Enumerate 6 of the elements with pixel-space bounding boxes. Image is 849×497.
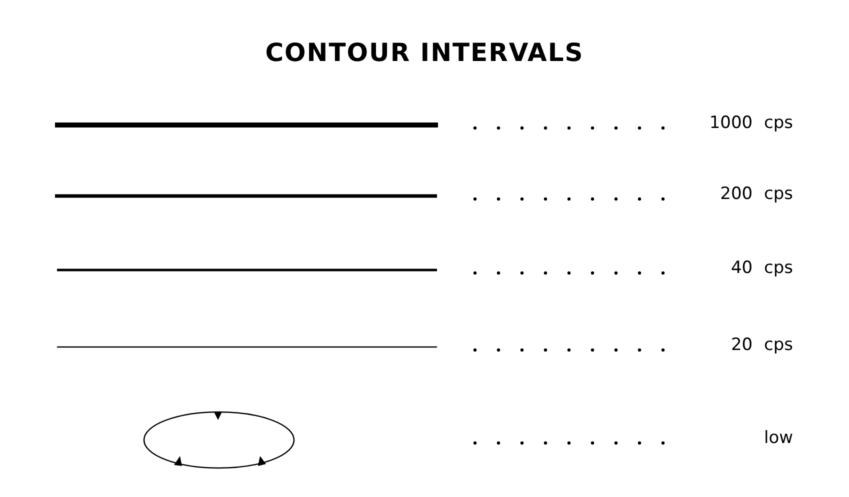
legend-label: 1000 cps <box>709 113 793 133</box>
legend-label: low <box>764 428 793 448</box>
legend-label: 200 cps <box>720 184 793 204</box>
legend-label: 20 cps <box>730 335 793 355</box>
legend-label: 40 cps <box>730 258 793 278</box>
title: CONTOUR INTERVALS <box>264 38 585 67</box>
